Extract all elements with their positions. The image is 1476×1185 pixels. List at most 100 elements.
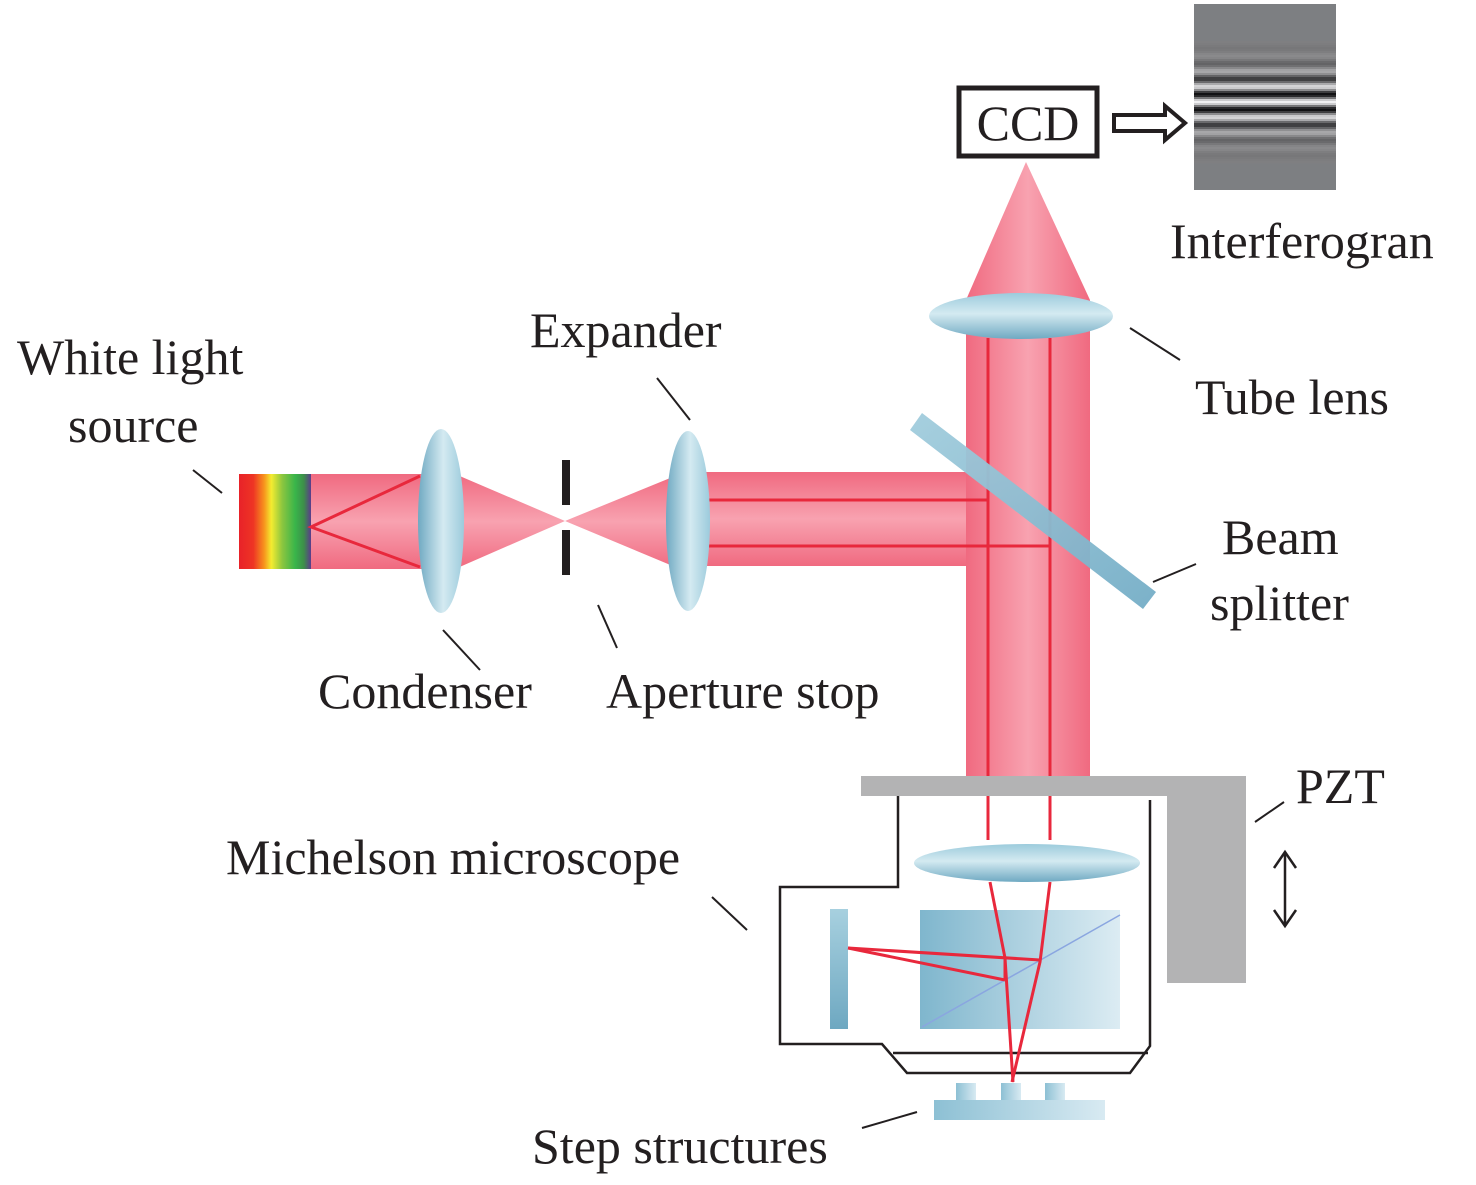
interferogram-fringe — [1194, 107, 1336, 110]
interferogram-fringe — [1194, 129, 1336, 132]
interferogram-fringe — [1194, 135, 1336, 138]
ray-source — [307, 474, 421, 569]
interferogram-fringe — [1194, 81, 1336, 84]
beam-splitter — [910, 413, 1156, 609]
interferogram-fringe — [1194, 155, 1336, 158]
interferogram-fringe — [1194, 73, 1336, 76]
interferogram-fringe — [1194, 41, 1336, 44]
step-1 — [956, 1083, 976, 1100]
interferogram-fringe — [1194, 63, 1336, 66]
beam-source-condenser — [311, 474, 431, 569]
interferogram-fringe — [1194, 47, 1336, 50]
interferogram-fringe — [1194, 51, 1336, 54]
interferogram-fringe — [1194, 139, 1336, 142]
interferogram-image — [1194, 4, 1336, 190]
label-step-structures: Step structures — [532, 1118, 828, 1174]
label-pzt: PZT — [1296, 758, 1385, 814]
pzt-stage — [861, 776, 1246, 983]
interferogram-fringe — [1194, 89, 1336, 92]
interferogram-fringe — [1194, 49, 1336, 52]
interferogram-fringe — [1194, 59, 1336, 62]
interferogram-fringe — [1194, 161, 1336, 164]
interferogram-fringe — [1194, 113, 1336, 116]
interferogram-fringe — [1194, 145, 1336, 148]
step-base — [934, 1100, 1105, 1120]
microscope-rays — [847, 881, 1052, 1083]
beam-converging — [455, 474, 565, 569]
label-aperture-stop: Aperture stop — [606, 663, 880, 719]
expander-lens — [666, 431, 710, 611]
interferogram-fringe — [1194, 153, 1336, 156]
interferogram-fringe — [1194, 77, 1336, 80]
interferogram-fringe — [1194, 103, 1336, 106]
step-2 — [1001, 1083, 1021, 1100]
interferogram-fringe — [1194, 55, 1336, 58]
interferogram-fringe — [1194, 131, 1336, 134]
aperture-stop-top — [562, 460, 570, 505]
interferogram-fringe — [1194, 117, 1336, 120]
beam-diverging — [565, 474, 680, 569]
interferogram-fringe — [1194, 57, 1336, 60]
interferogram-fringe — [1194, 85, 1336, 88]
beam-horizontal — [690, 472, 980, 566]
interferogram-fringe — [1194, 83, 1336, 86]
interferogram-fringe — [1194, 137, 1336, 140]
aperture-stop-bottom — [562, 530, 570, 575]
label-condenser: Condenser — [318, 663, 532, 719]
interferogram-fringe — [1194, 95, 1336, 98]
interferogram-fringe — [1194, 141, 1336, 144]
interferogram-fringe — [1194, 99, 1336, 102]
interferogram-fringe — [1194, 97, 1336, 100]
interferogram-fringe — [1194, 69, 1336, 72]
white-light-source — [239, 474, 311, 569]
tube-lens — [929, 293, 1113, 339]
interferogram-fringe — [1194, 109, 1336, 112]
label-beam: Beam — [1222, 509, 1339, 565]
label-expander: Expander — [530, 302, 722, 358]
label-white-light-2: source — [68, 397, 199, 453]
interferogram-fringe — [1194, 45, 1336, 48]
up-down-arrow-icon — [1272, 849, 1298, 929]
microscope-housing — [778, 796, 1152, 1075]
step-3 — [1045, 1083, 1065, 1100]
interferogram-fringe — [1194, 67, 1336, 70]
interferogram-fringe — [1194, 61, 1336, 64]
label-interferogram: Interferogran — [1170, 213, 1434, 269]
interferogram-fringe — [1194, 133, 1336, 136]
interferogram-fringe — [1194, 75, 1336, 78]
interferogram-fringe — [1194, 91, 1336, 94]
beam-cone-ccd — [966, 162, 1090, 300]
interferogram-fringe — [1194, 143, 1336, 146]
label-white-light-1: White light — [17, 329, 243, 385]
interferogram-fringe — [1194, 151, 1336, 154]
interferogram-fringe — [1194, 93, 1336, 96]
interferogram-fringe — [1194, 121, 1336, 124]
interferogram-fringe — [1194, 157, 1336, 160]
interferogram-fringe — [1194, 71, 1336, 74]
leader-lines — [192, 327, 1285, 1129]
interferogram-fringe — [1194, 101, 1336, 104]
interferogram-fringe — [1194, 65, 1336, 68]
interferogram-fringe — [1194, 125, 1336, 128]
interferogram-fringe — [1194, 115, 1336, 118]
interferogram-fringe — [1194, 119, 1336, 122]
interferogram-fringe — [1194, 43, 1336, 46]
reference-mirror — [830, 909, 848, 1029]
label-michelson: Michelson microscope — [226, 829, 680, 885]
interferogram-fringe — [1194, 127, 1336, 130]
ccd-label: CCD — [977, 95, 1080, 151]
interferogram-fringe — [1194, 53, 1336, 56]
interferogram-fringe — [1194, 105, 1336, 108]
condenser-lens — [418, 429, 464, 613]
interferogram-fringe — [1194, 87, 1336, 90]
interferogram-fringe — [1194, 149, 1336, 152]
ccd-box — [956, 85, 1100, 159]
interferogram-fringe — [1194, 123, 1336, 126]
ccd-arrow-icon — [1112, 101, 1189, 145]
objective-lens — [914, 844, 1140, 882]
label-splitter: splitter — [1210, 575, 1349, 631]
label-tube-lens: Tube lens — [1195, 369, 1389, 425]
cube-diagonal — [921, 914, 1121, 1028]
